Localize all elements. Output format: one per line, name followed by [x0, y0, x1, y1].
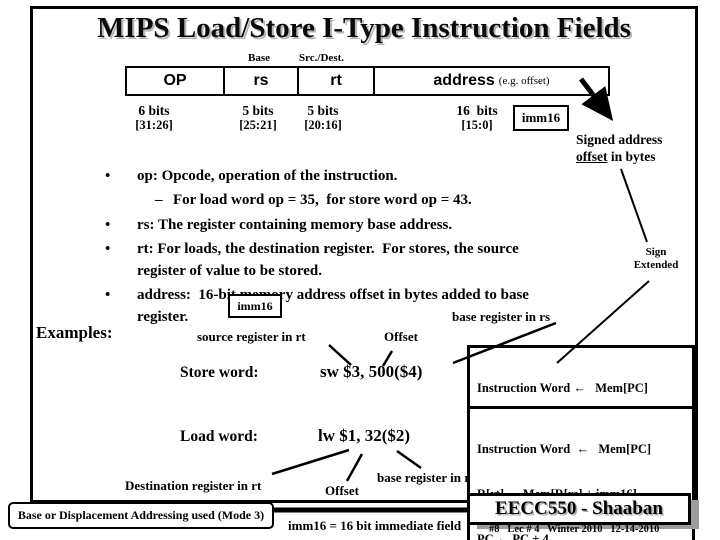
bullet-address: •address: 16-bit memory address offset i…: [105, 287, 529, 303]
base-field-label: Base: [248, 52, 270, 64]
slide-border: [30, 6, 698, 503]
store-instruction: sw $3, 500($4): [320, 362, 423, 381]
field-address-cell: address (e.g. offset): [373, 66, 610, 96]
load-instruction: lw $1, 32($2): [318, 426, 411, 445]
instruction-fields-row: OP rs rt address (e.g. offset): [125, 66, 610, 96]
source-register-label: source register in rt: [197, 329, 306, 344]
addressing-mode-box: Base or Displacement Addressing used (Mo…: [8, 502, 274, 529]
bits-op: 6 bits [31:26]: [135, 103, 173, 133]
bullet-rt-cont: register of value to be stored.: [137, 263, 322, 279]
bits-address: 16 bits [15:0]: [456, 103, 498, 133]
destination-register-label: Destination register in rt: [125, 478, 262, 493]
bullet-address-cont: register.: [137, 309, 189, 325]
sub-bullet-opcodes: –For load word op = 35, for store word o…: [155, 192, 472, 208]
imm16-inline-box: imm16: [228, 294, 282, 318]
field-rs-cell: rs: [223, 66, 299, 96]
offset-label-bottom: Offset: [325, 483, 359, 498]
store-word-label: Store word:: [180, 364, 259, 381]
field-address-suffix: (e.g. offset): [498, 75, 550, 87]
examples-label: Examples:: [36, 323, 113, 342]
offset-underlined: offset: [576, 149, 608, 164]
base-register-label-bottom: base register in rs: [377, 470, 476, 485]
imm16-box: imm16: [513, 105, 569, 131]
load-word-label: Load word:: [180, 428, 258, 445]
lecture-info: #8 Lec # 4 Winter 2010 12-14-2010: [489, 524, 660, 535]
bits-rs: 5 bits [25:21]: [239, 103, 277, 133]
bullet-rt: •rt: For loads, the destination register…: [105, 241, 519, 257]
signed-offset-note: Signed address offset in bytes: [576, 132, 663, 164]
bits-rt: 5 bits [20:16]: [304, 103, 342, 133]
field-op-cell: OP: [125, 66, 225, 96]
bullet-op: •op: Opcode, operation of the instructio…: [105, 168, 398, 184]
sign-extended-note: Sign Extended: [633, 246, 679, 271]
offset-label-top: Offset: [384, 329, 418, 344]
srcdest-field-label: Src./Dest.: [299, 52, 345, 64]
slide-title: MIPS Load/Store I-Type Instruction Field…: [97, 12, 631, 44]
bullet-rs: •rs: The register containing memory base…: [105, 217, 453, 233]
course-title-box: EECC550 - Shaaban: [467, 493, 691, 525]
base-register-label-top: base register in rs: [452, 309, 551, 324]
field-address-label: address: [433, 72, 495, 89]
field-rt-cell: rt: [297, 66, 375, 96]
imm16-note: imm16 = 16 bit immediate field: [288, 518, 462, 533]
